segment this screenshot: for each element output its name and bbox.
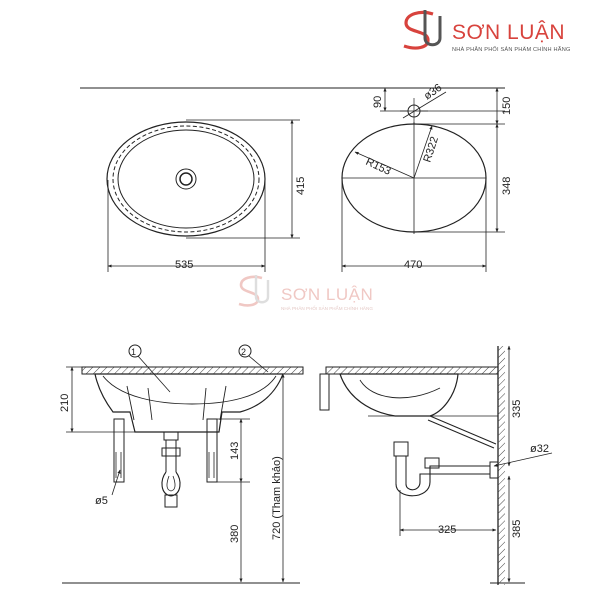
callout-1-label: 1 — [131, 347, 136, 357]
side-elevation-view — [319, 345, 553, 585]
support-rod — [429, 415, 497, 445]
brand-monogram-icon — [403, 10, 442, 50]
cutout-height-label: 348 — [501, 177, 513, 195]
callout-2-label: 2 — [241, 347, 246, 357]
plan-height-label: 415 — [295, 177, 307, 195]
watermark-monogram-icon — [238, 275, 270, 307]
radius-small-label: R153 — [364, 156, 393, 178]
depth-label: 210 — [59, 394, 71, 412]
top-offset-label: 150 — [501, 97, 513, 115]
brand-name: SƠN LUẬN — [452, 21, 565, 44]
radius-large-label: R322 — [421, 135, 441, 164]
plan-view-left — [80, 87, 505, 272]
hole-offset-label: 90 — [372, 96, 384, 108]
brand-tagline: NHÀ PHÂN PHỐI SẢN PHẨM CHÍNH HÃNG — [452, 46, 571, 53]
hole-diameter-label: ø36 — [422, 82, 444, 103]
hole-leader-line — [402, 91, 447, 119]
pipe-diameter-label: ø32 — [530, 443, 549, 455]
radius-large-leader — [413, 125, 433, 179]
drain-inner-icon — [179, 172, 193, 186]
total-height-label: 720 (Tham khảo) — [271, 456, 283, 540]
trap-distance-label: 325 — [438, 524, 456, 536]
countertop-slab — [81, 366, 304, 375]
side-countertop — [325, 366, 499, 375]
callout-2-marker — [238, 344, 252, 358]
brand-logo: SƠN LUẬN NHÀ PHÂN PHỐI SẢN PHẨM CHÍNH HÃ… — [403, 10, 571, 53]
watermark-tagline: NHÀ PHÂN PHỐI SẢN PHẨM CHÍNH HÃNG — [281, 305, 373, 311]
front-apron — [319, 373, 330, 411]
left-bracket — [113, 418, 125, 483]
plan-width-label: 535 — [175, 259, 193, 271]
basin-body — [94, 373, 284, 433]
watermark: SƠN LUẬN NHÀ PHÂN PHỐI SẢN PHẨM CHÍNH HÃ… — [238, 275, 373, 311]
side-floor-label: 385 — [511, 520, 523, 538]
radius-small-leader — [354, 151, 415, 179]
callout-1-marker — [128, 344, 142, 358]
bolt-diameter-label: ø5 — [95, 495, 108, 507]
side-drain-fitting — [393, 441, 409, 457]
front-elevation-view — [62, 344, 304, 584]
cutout-width-label: 470 — [404, 259, 422, 271]
wall-hatch — [498, 346, 505, 585]
side-basin-body — [339, 373, 459, 417]
basin-outer-rim — [106, 121, 266, 237]
basin-inner-bowl — [117, 129, 255, 229]
wall-flange — [489, 461, 499, 479]
right-bracket — [206, 418, 218, 483]
watermark-name: SƠN LUẬN — [281, 285, 373, 304]
bracket-height-label: 143 — [229, 442, 241, 460]
drain-fitting — [163, 431, 179, 441]
side-p-trap — [395, 465, 490, 497]
floor-height-label: 380 — [229, 525, 241, 543]
cutout-line — [112, 125, 260, 233]
cutout-template-view — [341, 87, 505, 272]
p-trap — [161, 471, 181, 497]
basin-bowl-line — [102, 375, 277, 405]
drain-outer-icon — [175, 168, 197, 190]
side-rim-label: 335 — [511, 400, 523, 418]
trap-cap — [164, 494, 178, 508]
